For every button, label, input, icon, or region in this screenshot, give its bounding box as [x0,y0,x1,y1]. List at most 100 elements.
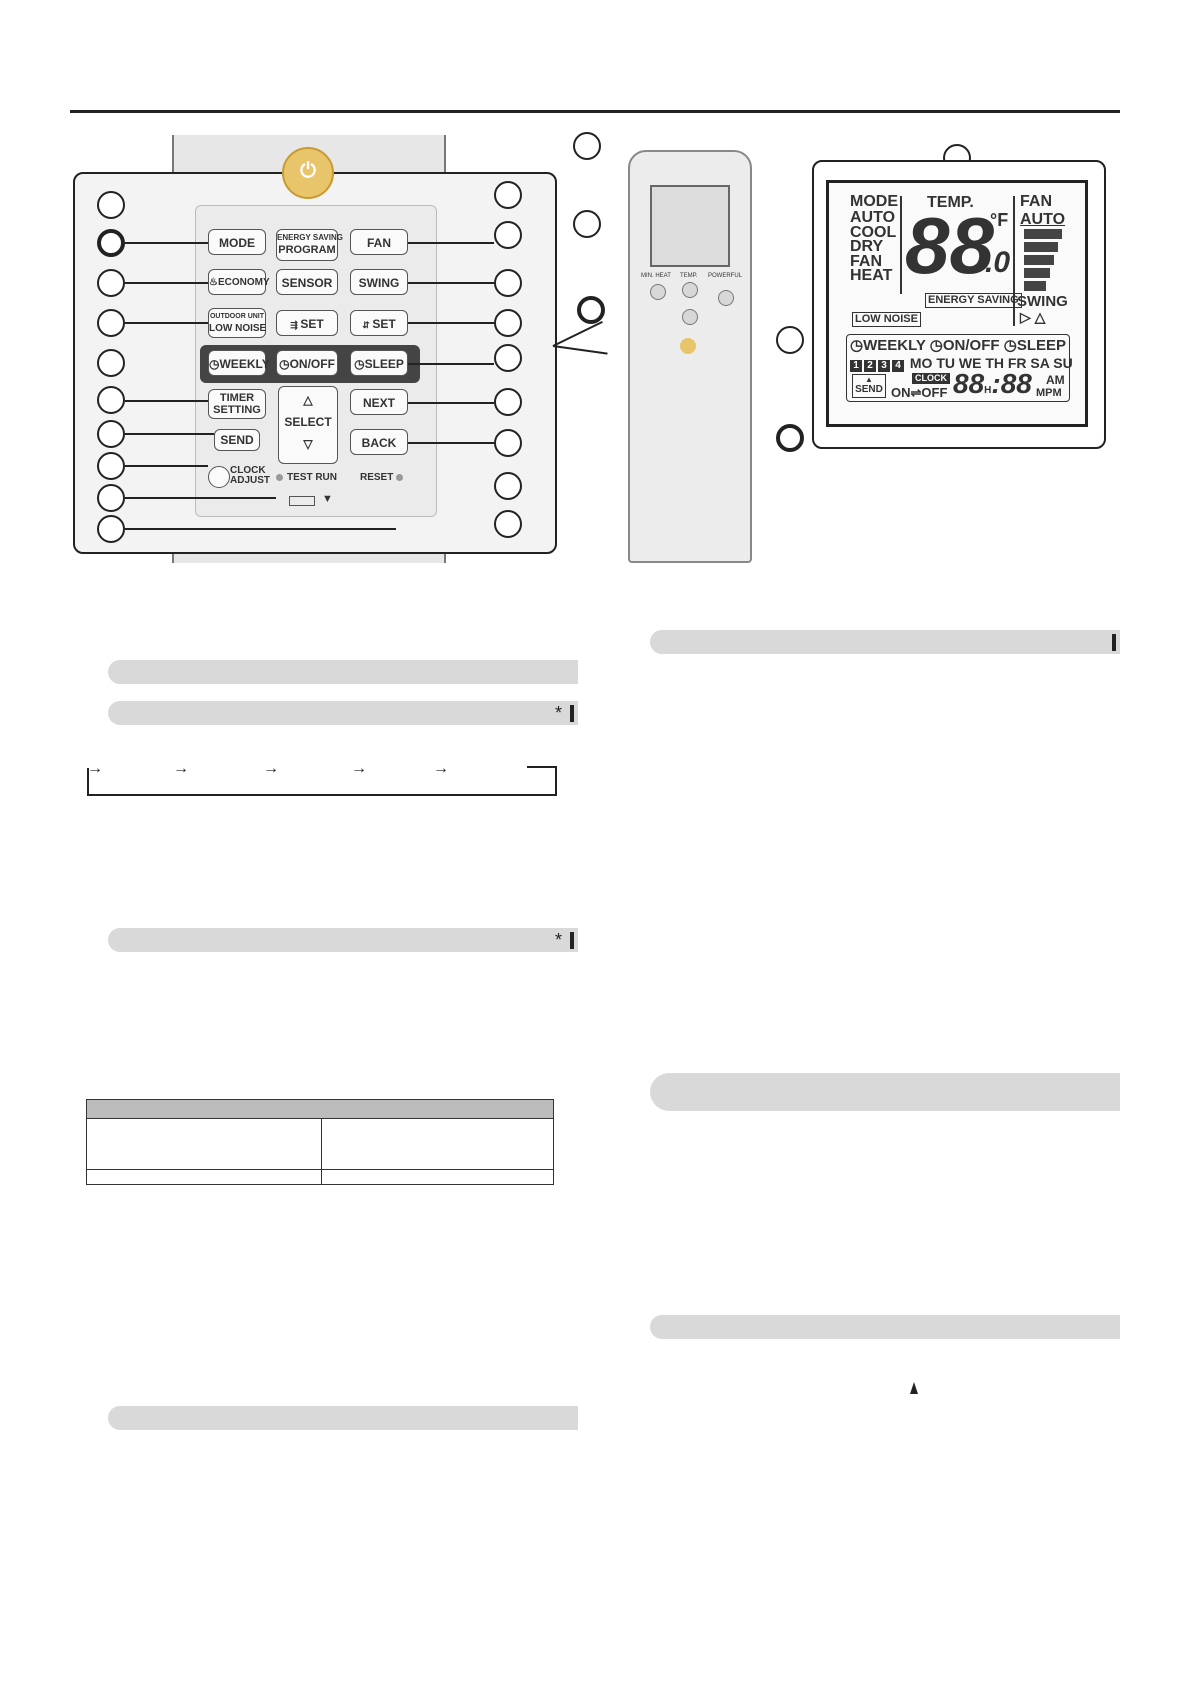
mode-list: AUTO COOL DRY FAN HEAT [850,210,897,284]
off-label: OFF [921,385,948,400]
clock-minutes: 88 [1000,368,1032,399]
clock-adjust-label-top: CLOCK [230,465,266,476]
timer-area [846,334,1070,402]
clock-colon: : [991,368,1001,399]
fan-level-bar [1024,268,1050,278]
horizontal-set-button[interactable]: ⇵ SET [350,310,408,336]
temp-up-button[interactable] [682,282,698,298]
table-row [86,1169,554,1185]
test-run-label: TEST RUN [287,472,337,483]
leader-line [125,528,396,530]
fan-level-bar [1024,255,1054,265]
start-stop-icon[interactable] [680,338,696,354]
horizontal-airflow-icon: ⇵ [362,320,373,330]
powerful-label: POWERFUL [708,273,743,279]
lcd-weekly: WEEKLY [863,337,926,354]
weekly-label: WEEKLY [219,357,270,371]
page-marker [570,705,574,722]
swing-label: SWING [1017,293,1068,310]
clock-icon: ◷ [279,357,290,371]
section-header [650,1073,1120,1111]
select-up-icon[interactable]: △ [303,393,313,407]
callout-marker [573,132,601,160]
mode-cool: COOL [850,223,897,241]
section-header [108,1406,578,1430]
leader-line [408,282,494,284]
temp-down-button[interactable] [682,309,698,325]
leader-line [408,322,494,324]
next-button[interactable]: NEXT [350,389,408,415]
on-off-label: ON/OFF [289,357,335,371]
timer-row: ◷WEEKLY ◷ON/OFF ◷SLEEP [850,336,1066,354]
powerful-button[interactable] [718,290,734,306]
sensor-button[interactable]: SENSOR [276,269,338,295]
select-down-icon[interactable]: ▽ [303,437,313,451]
table-header-row [86,1099,554,1119]
section-header [108,660,578,684]
economy-button[interactable]: ♨ECONOMY [208,269,270,295]
arrow-icon: ⇌ [910,385,922,400]
outdoor-low-noise-button[interactable]: OUTDOOR UNIT LOW NOISE [208,308,266,338]
up-arrow-icon [910,1382,918,1394]
arrow-right-icon: → [263,760,279,777]
leader-line [125,433,214,435]
clock-icon: ◷ [354,357,365,371]
select-button[interactable]: △ SELECT ▽ [278,386,338,464]
callout-marker [776,424,804,452]
cycle-line [87,794,557,796]
fan-level-bar [1024,281,1046,291]
min-heat-button[interactable] [650,284,666,300]
power-icon[interactable]: ⏻ [282,147,334,199]
swing-button[interactable]: SWING [350,269,408,295]
clock-time: 88H:88 [953,369,1032,406]
send-button[interactable]: SEND [214,429,260,451]
clock-adjust-label-bottom: ADJUST [230,475,271,486]
sleep-button[interactable]: ◷SLEEP [350,350,408,376]
callout-marker [97,386,125,414]
day-number-3: 3 [878,360,890,372]
back-button[interactable]: BACK [350,429,408,455]
table-row [86,1118,554,1170]
min-heat-label: MIN. HEAT [641,273,671,279]
timer-setting-button[interactable]: TIMER SETTING [208,389,266,419]
energy-saving-program-button[interactable]: ENERGY SAVING PROGRAM [276,229,343,261]
callout-marker [97,229,125,257]
mode-button[interactable]: MODE [208,229,266,255]
arrow-right-icon: → [433,760,449,777]
clock-adjust-button[interactable] [208,466,230,488]
economy-label: ECONOMY [217,277,270,288]
timer-label-top: TIMER [219,392,255,404]
callout-marker [494,269,522,297]
on-off-timer-button[interactable]: ◷ON/OFF [276,350,338,376]
clock-icon: ◷ [1003,337,1017,354]
mode-heat: HEAT [850,267,893,284]
weekly-button[interactable]: ◷WEEKLY [208,350,270,376]
swing-icon: ▷ △ [1020,309,1046,325]
horizontal-set-label: SET [372,317,396,331]
section-header [650,630,1120,654]
lcd-divider [900,196,902,294]
reset-button[interactable] [396,474,403,481]
callout-marker [97,269,125,297]
lcd-divider [1013,196,1015,326]
callout-marker [494,309,522,337]
send-indicator: ▲ SEND [852,374,886,398]
cycle-line [87,768,89,796]
low-noise-label-bottom: LOW NOISE [209,323,267,334]
fan-button[interactable]: FAN [350,229,408,255]
leader-line [408,402,494,404]
pm-indicator: PM [1045,387,1062,399]
leader-line [125,322,208,324]
remote-mini-display [650,185,730,267]
table-cell [321,1118,554,1170]
vertical-set-button[interactable]: ⇶ SET [276,310,338,336]
callout-marker [97,309,125,337]
timer-label-bottom: SETTING [213,404,261,416]
leader-line [125,497,276,499]
arrow-right-icon: → [173,760,189,777]
zoom-line [552,345,608,355]
test-run-button[interactable] [276,474,283,481]
callout-marker [494,472,522,500]
low-noise-indicator: LOW NOISE [852,312,921,327]
